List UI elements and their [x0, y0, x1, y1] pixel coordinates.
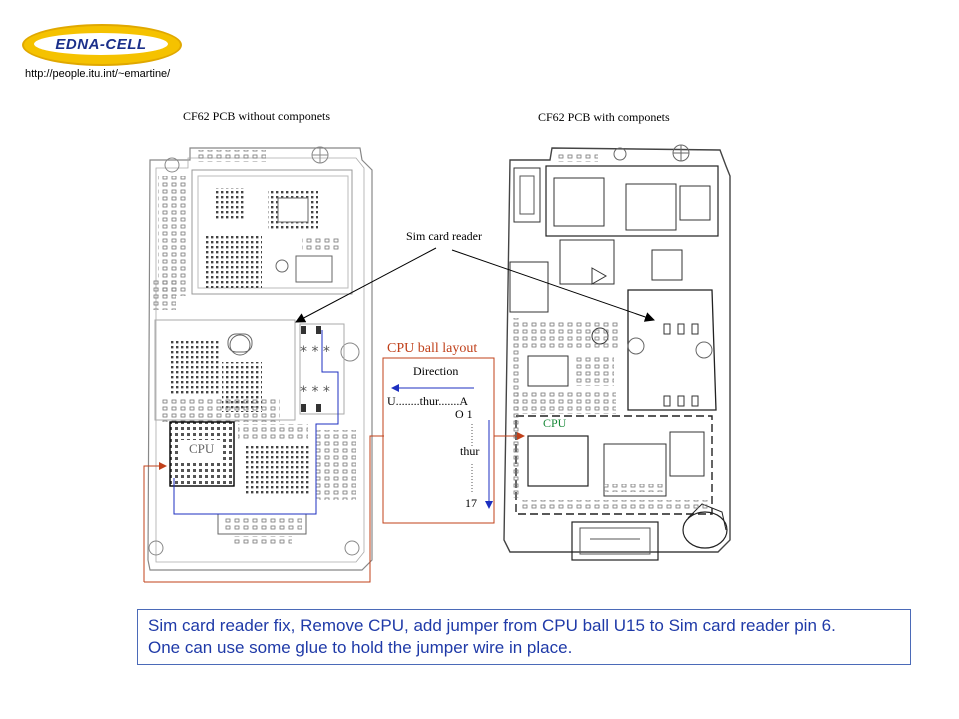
svg-text:* * *: * * *: [300, 384, 330, 400]
caption-line-2: One can use some glue to hold the jumper…: [148, 638, 573, 657]
caption-line-1: Sim card reader fix, Remove CPU, add jum…: [148, 616, 836, 635]
ball-first-label: O 1: [455, 407, 473, 421]
caption-box: Sim card reader fix, Remove CPU, add jum…: [137, 609, 911, 665]
sim-card-reader-label: Sim card reader: [406, 229, 482, 243]
sim-trace: [173, 330, 339, 515]
ball-range-label: U........thur.......A: [387, 394, 468, 408]
edna-cell-logo: EDNA-CELL: [22, 24, 182, 66]
logo-text: EDNA-CELL: [55, 36, 147, 53]
left-sim-pads: * * * * * *: [300, 326, 330, 412]
right-board-title: CF62 PCB with componets: [538, 110, 670, 124]
left-cpu-label: CPU: [189, 441, 215, 456]
right-cpu-label: CPU: [543, 416, 567, 430]
ball-layout-title: CPU ball layout: [387, 341, 478, 356]
ball-last-label: 17: [465, 496, 477, 510]
jumper-path: [143, 432, 525, 583]
svg-text:* * *: * * *: [300, 344, 330, 360]
caption-text: Sim card reader fix, Remove CPU, add jum…: [148, 615, 836, 659]
right-pcb: [503, 144, 731, 561]
left-board-title: CF62 PCB without componets: [183, 109, 331, 123]
sim-reader-arrows: [295, 247, 655, 323]
logo-inner: EDNA-CELL: [34, 33, 168, 55]
ball-thur-label: thur: [460, 444, 480, 458]
source-url[interactable]: http://people.itu.int/~emartine/: [25, 68, 171, 80]
direction-label: Direction: [413, 364, 459, 378]
ball-layout-box: [382, 357, 495, 524]
left-pcb: [147, 146, 373, 571]
